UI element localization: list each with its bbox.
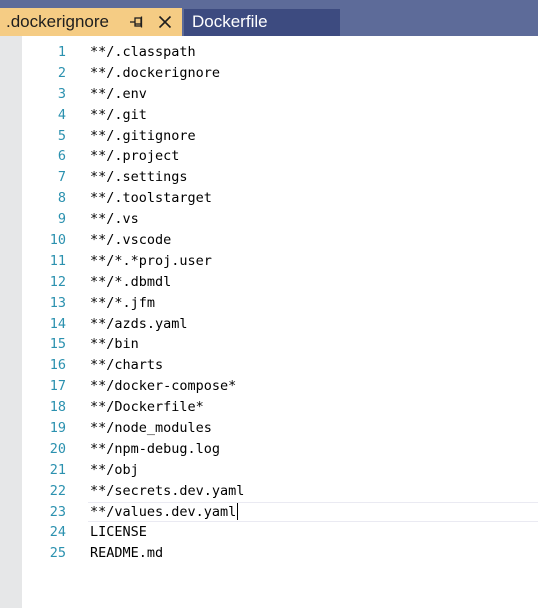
code-line[interactable]: **/secrets.dev.yaml — [90, 481, 538, 502]
code-line-text: LICENSE — [90, 524, 147, 541]
code-line[interactable]: **/npm-debug.log — [90, 439, 538, 460]
code-line[interactable]: **/.vs — [90, 209, 538, 230]
code-line[interactable]: **/.gitignore — [90, 126, 538, 147]
code-line[interactable]: **/*.dbmdl — [90, 272, 538, 293]
code-line-text: **/docker-compose* — [90, 378, 237, 395]
code-line[interactable]: **/Dockerfile* — [90, 397, 538, 418]
code-line-text: **/.vscode — [90, 232, 172, 249]
line-number: 4 — [57, 106, 66, 123]
code-line-text: **/node_modules — [90, 420, 212, 437]
close-icon[interactable] — [156, 13, 174, 31]
glyph-margin[interactable] — [0, 36, 22, 608]
line-number: 2 — [57, 64, 66, 81]
code-line[interactable]: **/*.*proj.user — [90, 251, 538, 272]
code-line[interactable]: **/node_modules — [90, 418, 538, 439]
tab-label: .dockerignore — [6, 12, 110, 31]
code-line-text: **/.env — [90, 85, 147, 102]
code-line[interactable]: **/azds.yaml — [90, 314, 538, 335]
text-caret — [237, 503, 239, 521]
line-number: 23 — [49, 503, 66, 520]
line-number: 12 — [49, 273, 66, 290]
code-line[interactable]: **/.dockerignore — [90, 63, 538, 84]
tab-dockerfile[interactable]: Dockerfile — [184, 9, 340, 36]
code-line[interactable]: **/values.dev.yaml — [90, 502, 538, 523]
line-number: 13 — [49, 294, 66, 311]
code-line-text: **/charts — [90, 357, 164, 374]
line-number: 18 — [49, 399, 66, 416]
line-number: 6 — [57, 148, 66, 165]
line-number: 20 — [49, 440, 66, 457]
line-number: 1 — [57, 44, 66, 60]
code-line-text: **/.git — [90, 106, 147, 123]
code-line-text: **/.dockerignore — [90, 64, 221, 81]
code-text-area[interactable]: **/.classpath **/.dockerignore **/.env **/.… — [90, 42, 538, 564]
line-number: 15 — [49, 336, 66, 353]
document-tab-strip: .dockerignore Dockerfile — [0, 0, 538, 36]
code-line[interactable]: **/bin — [90, 334, 538, 355]
code-line[interactable]: **/docker-compose* — [90, 376, 538, 397]
line-number: 16 — [49, 357, 66, 374]
code-line[interactable]: **/.vscode — [90, 230, 538, 251]
line-number: 19 — [49, 420, 66, 437]
code-line-text: **/Dockerfile* — [90, 399, 204, 416]
line-number: 8 — [57, 190, 66, 207]
code-line[interactable]: README.md — [90, 543, 538, 564]
line-number: 3 — [57, 85, 66, 102]
code-line[interactable]: **/obj — [90, 460, 538, 481]
code-line-text: **/*.jfm — [90, 294, 156, 311]
code-line[interactable]: **/.project — [90, 146, 538, 167]
line-number: 25 — [49, 545, 66, 562]
line-number: 21 — [49, 461, 66, 478]
code-line[interactable]: **/.toolstarget — [90, 188, 538, 209]
line-number: 17 — [49, 378, 66, 395]
code-line[interactable]: **/.env — [90, 84, 538, 105]
code-line-text: **/values.dev.yaml — [90, 503, 237, 520]
code-line[interactable]: **/.settings — [90, 167, 538, 188]
code-line-text: **/bin — [90, 336, 139, 353]
code-line[interactable]: **/*.jfm — [90, 293, 538, 314]
line-number: 10 — [49, 232, 66, 249]
code-line-text: **/secrets.dev.yaml — [90, 482, 245, 499]
code-line-text: **/.classpath — [90, 44, 196, 60]
line-number: 11 — [49, 252, 66, 269]
code-line-text: **/.settings — [90, 169, 188, 186]
code-line-text: **/npm-debug.log — [90, 440, 221, 457]
line-number: 22 — [49, 482, 66, 499]
line-number: 9 — [57, 211, 66, 228]
line-number: 5 — [57, 127, 66, 144]
code-line-text: README.md — [90, 545, 164, 562]
code-line-text: **/azds.yaml — [90, 315, 188, 332]
code-line-text: **/.toolstarget — [90, 190, 212, 207]
code-line[interactable]: LICENSE — [90, 522, 538, 543]
code-line-text: **/.vs — [90, 211, 139, 228]
code-line[interactable]: **/charts — [90, 355, 538, 376]
code-line-text: **/*.dbmdl — [90, 273, 172, 290]
code-line-text: **/*.*proj.user — [90, 252, 212, 269]
tab-label: Dockerfile — [192, 12, 268, 31]
code-line-text: **/obj — [90, 461, 139, 478]
code-line[interactable]: **/.classpath — [90, 42, 538, 63]
code-line-text: **/.project — [90, 148, 180, 165]
pin-icon[interactable] — [128, 14, 146, 30]
code-line[interactable]: **/.git — [90, 105, 538, 126]
code-line-text: **/.gitignore — [90, 127, 196, 144]
tab-dockerignore[interactable]: .dockerignore — [0, 8, 182, 36]
line-number: 7 — [57, 169, 66, 186]
line-number: 24 — [49, 524, 66, 541]
line-number: 14 — [49, 315, 66, 332]
